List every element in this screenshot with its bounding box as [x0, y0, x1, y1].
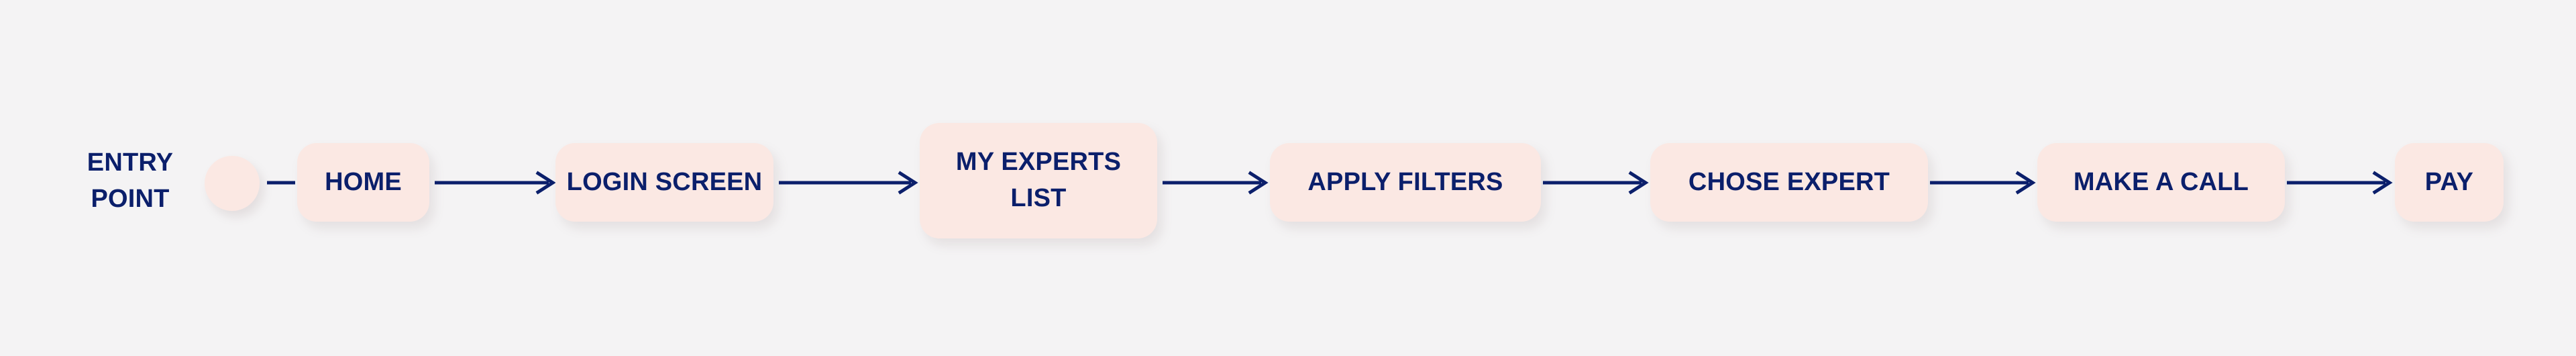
node-pay[interactable]: PAY	[2395, 143, 2504, 222]
node-apply-filters[interactable]: APPLY FILTERS	[1270, 143, 1541, 222]
entry-point-label-line-2: POINT	[91, 184, 170, 213]
node-make-a-call-label: MAKE A CALL	[2073, 167, 2249, 196]
connector-entry-to-home	[267, 169, 295, 196]
node-home[interactable]: HOME	[297, 143, 429, 222]
entry-point-circle-node[interactable]	[205, 156, 260, 211]
entry-point-label: ENTRY POINT	[72, 145, 188, 218]
node-chose-expert[interactable]: CHOSE EXPERT	[1650, 143, 1928, 222]
node-home-label: HOME	[325, 167, 402, 196]
node-my-experts-list-label: MY EXPERTS LIST	[955, 148, 1122, 212]
connector-apply-filters-to-chose-expert	[1543, 169, 1649, 196]
entry-point-label-line-1: ENTRY	[87, 148, 174, 177]
node-make-a-call[interactable]: MAKE A CALL	[2037, 143, 2285, 222]
connector-my-experts-list-to-apply-filters	[1163, 169, 1269, 196]
connector-make-a-call-to-pay	[2287, 169, 2393, 196]
node-chose-expert-label: CHOSE EXPERT	[1688, 167, 1890, 196]
connector-home-to-login-screen	[435, 169, 556, 196]
node-login-screen[interactable]: LOGIN SCREEN	[555, 143, 773, 222]
node-login-screen-label: LOGIN SCREEN	[566, 167, 763, 196]
connector-login-screen-to-my-experts-list	[779, 169, 918, 196]
connector-chose-expert-to-make-a-call	[1930, 169, 2036, 196]
node-pay-label: PAY	[2424, 167, 2474, 196]
node-my-experts-list[interactable]: MY EXPERTS LIST	[920, 123, 1157, 238]
node-apply-filters-label: APPLY FILTERS	[1307, 167, 1503, 196]
